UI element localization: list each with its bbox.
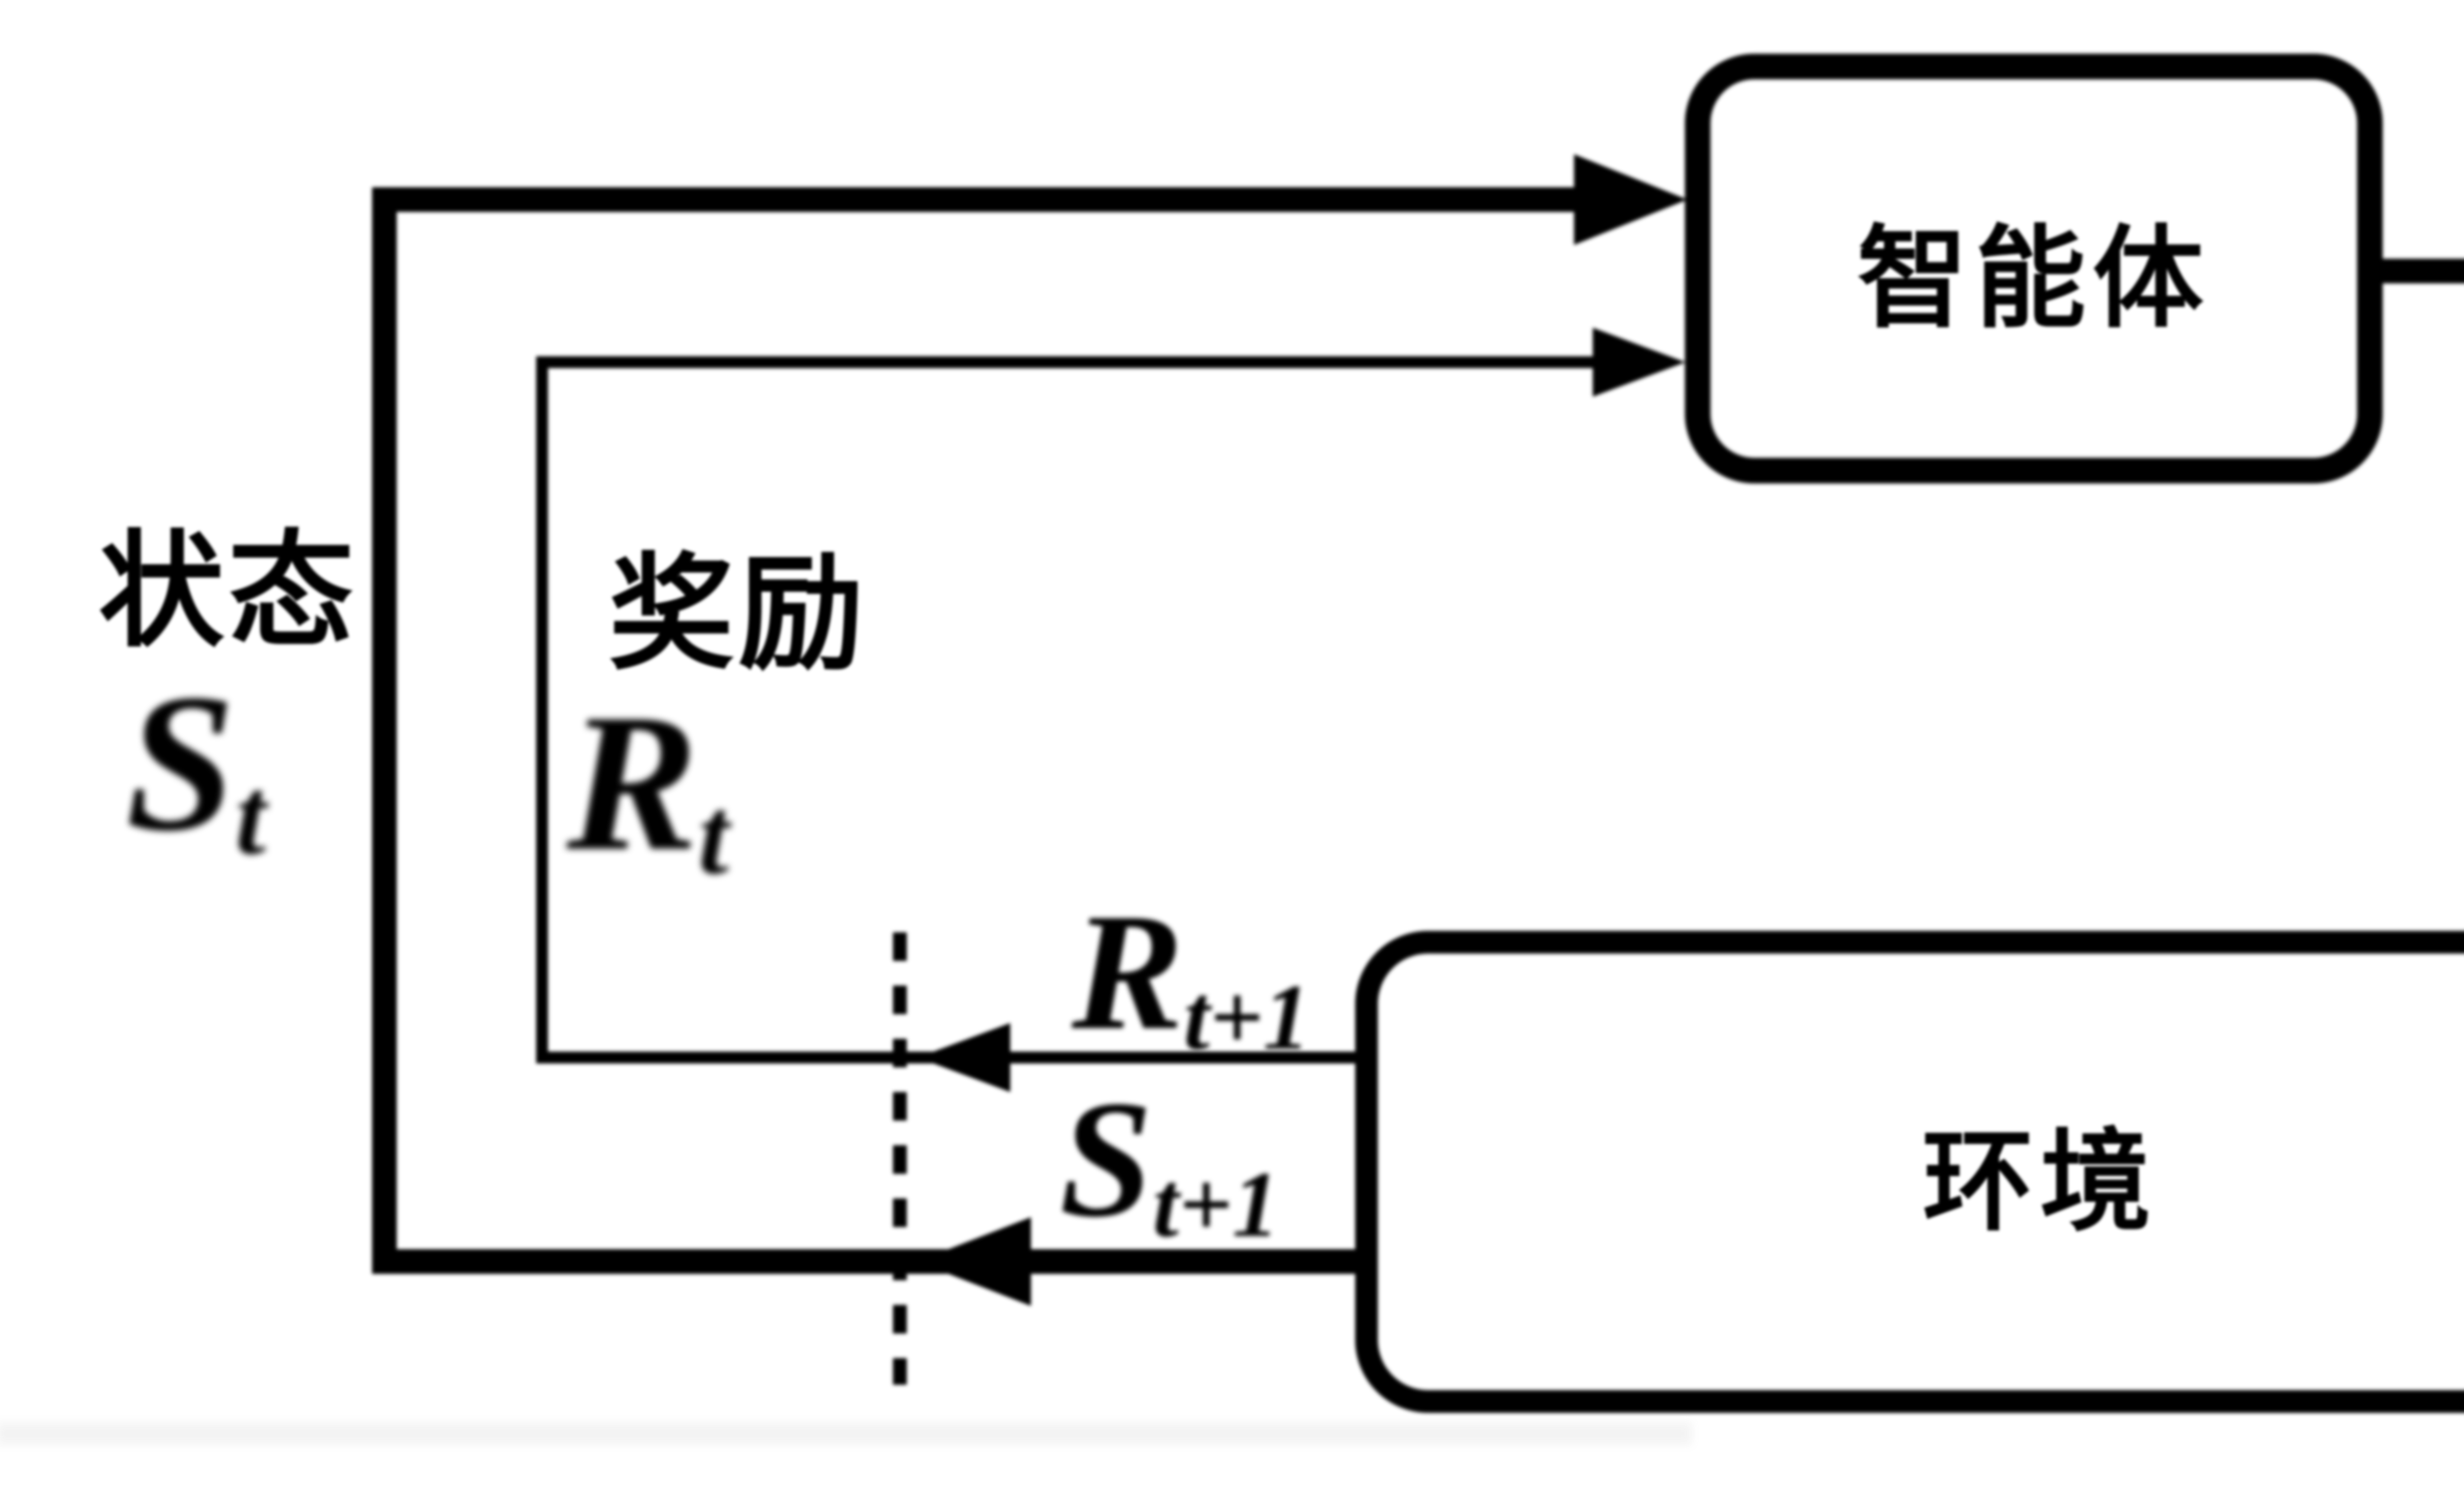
state-symbol: St	[126, 664, 266, 872]
reward-caption: 奖励	[609, 540, 868, 687]
state-caption: 状态	[99, 517, 358, 665]
next-state-symbol-base: S	[1060, 1066, 1153, 1252]
reward-symbol-base: R	[567, 673, 698, 891]
state-symbol-subscript: t	[235, 755, 266, 878]
state-arrowhead-into-agent-icon	[1574, 154, 1687, 245]
next-reward-arrowhead-icon	[918, 1023, 1010, 1092]
cut-off-caption-fragment	[0, 1422, 1690, 1445]
reward-symbol-subscript: t	[698, 775, 729, 897]
next-state-arrowhead-icon	[917, 1217, 1031, 1306]
next-reward-symbol-base: R	[1072, 879, 1184, 1064]
state-symbol-base: S	[126, 653, 236, 872]
next-reward-symbol-subscript: t+1	[1183, 965, 1310, 1069]
reward-symbol: Rt	[567, 684, 729, 891]
next-state-symbol-subscript: t+1	[1153, 1152, 1279, 1257]
state-flow-line	[372, 187, 1584, 1274]
environment-box	[1355, 931, 2464, 1413]
next-state-symbol: St+1	[1060, 1075, 1279, 1252]
next-reward-symbol: Rt+1	[1072, 888, 1310, 1064]
reward-arrowhead-into-agent-icon	[1593, 328, 1685, 397]
agent-box	[1685, 54, 2383, 483]
agent-node-label: 智能体	[1857, 213, 2211, 343]
environment-node-label: 环境	[1922, 1117, 2158, 1247]
